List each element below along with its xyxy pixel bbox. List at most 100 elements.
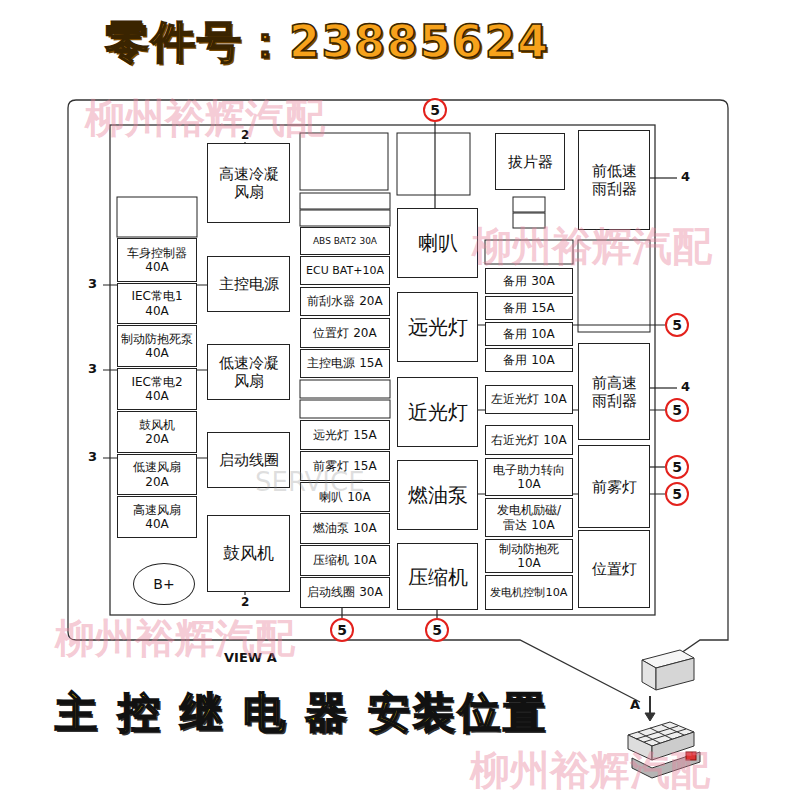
- fuse-box: 远光灯 15A: [300, 420, 390, 450]
- relay-box: 高速冷凝风扇: [207, 143, 290, 223]
- callout-circle: 5: [665, 482, 689, 506]
- part-label: 前高速雨刮器: [590, 374, 638, 410]
- relay-box: 喇叭: [397, 208, 478, 278]
- fuse-box: 前雾灯 15A: [300, 451, 390, 481]
- terminal-circle: B+: [133, 563, 195, 605]
- part-label: ECU BAT+10A: [306, 264, 384, 277]
- fuse-box: IEC常电1 40A: [117, 283, 197, 324]
- watermark: 柳州裕辉汽配: [472, 224, 712, 268]
- part-label: 右近光灯 10A: [491, 433, 566, 447]
- part-label: 制动防抱死 10A: [499, 542, 559, 571]
- part-label: 备用 10A: [503, 327, 554, 341]
- relay-box: 燃油泵: [397, 460, 478, 530]
- part-label: 燃油泵 10A: [313, 521, 376, 535]
- callout-number: 2: [241, 596, 249, 609]
- part-label: 电子助力转向 10A: [493, 463, 565, 492]
- relay-illustration: [628, 650, 700, 778]
- part-label: 车身控制器 40A: [127, 246, 187, 275]
- fuse-box: 启动线圈 30A: [300, 577, 390, 608]
- callout-circle: 5: [423, 98, 447, 122]
- callout-number: 5: [672, 486, 682, 503]
- part-label: 制动防抱死泵 40A: [121, 332, 193, 361]
- fuse-box: 车身控制器 40A: [117, 238, 197, 282]
- relay-box: 拔片器: [495, 133, 565, 190]
- part-label: 前雾灯 15A: [313, 459, 376, 473]
- fuse-box: 压缩机 10A: [300, 545, 390, 576]
- fuse-box: 左近光灯 10A: [485, 385, 573, 414]
- empty-slot: [300, 133, 388, 190]
- relay-box: 鼓风机: [207, 515, 290, 592]
- leader-connector: [341, 608, 342, 618]
- part-label: 主控电源: [219, 275, 279, 293]
- fuse-box: 鼓风机 20A: [117, 411, 197, 453]
- empty-slot: [513, 213, 545, 228]
- part-label: 左近光灯 10A: [491, 392, 566, 406]
- part-label: 主控电源 15A: [307, 356, 382, 370]
- callout-number: 3: [88, 362, 97, 376]
- part-label: 压缩机: [408, 565, 468, 589]
- part-label: 前雾灯: [592, 478, 637, 496]
- part-label: 启动线圈: [219, 451, 279, 469]
- part-label: 鼓风机: [223, 543, 274, 563]
- callout-number: 5: [672, 459, 682, 476]
- fuse-box: 备用 10A: [485, 322, 573, 346]
- part-label: B+: [153, 576, 174, 593]
- empty-slot: [578, 240, 650, 332]
- relay-box: 位置灯: [578, 530, 650, 608]
- part-label: 备用 30A: [503, 274, 554, 288]
- empty-slot: [485, 240, 573, 264]
- callout-number: 5: [672, 402, 682, 419]
- fuse-box: 发电机控制10A: [485, 575, 573, 610]
- part-label: 高速风扇 40A: [133, 503, 181, 532]
- relay-box: 远光灯: [397, 292, 478, 362]
- callout-number: 3: [88, 277, 97, 291]
- callout-number: 5: [672, 317, 682, 334]
- part-label: 高速冷凝风扇: [218, 165, 280, 201]
- callout-number: 4: [681, 380, 690, 394]
- part-label: 启动线圈 30A: [307, 585, 382, 599]
- fuse-box: 喇叭 10A: [300, 482, 390, 512]
- fuse-box: 位置灯 20A: [300, 318, 390, 348]
- relay-box: 前高速雨刮器: [578, 343, 650, 440]
- part-label: 发电机励磁/雷达 10A: [496, 503, 562, 532]
- part-label: 远光灯 15A: [313, 428, 376, 442]
- relay-box: 前低速雨刮器: [578, 130, 650, 230]
- part-label: 近光灯: [408, 400, 468, 424]
- part-label: 燃油泵: [408, 483, 468, 507]
- callout-circle: 5: [330, 618, 354, 642]
- part-label: 低速冷凝风扇: [218, 354, 280, 390]
- part-label: 鼓风机 20A: [139, 418, 175, 447]
- watermark: 柳州裕辉汽配: [85, 96, 325, 140]
- relay-box: 低速冷凝风扇: [207, 344, 290, 400]
- fuse-box: 低速风扇 20A: [117, 454, 197, 495]
- part-label: 位置灯: [592, 560, 637, 578]
- callout-number: 5: [432, 622, 442, 639]
- part-label: 远光灯: [408, 315, 468, 339]
- part-label: 前低速雨刮器: [590, 162, 638, 198]
- callout-circle: 5: [665, 455, 689, 479]
- callout-circle: 5: [665, 313, 689, 337]
- fuse-box: 备用 30A: [485, 268, 573, 294]
- empty-slot: [513, 197, 545, 212]
- watermark: 柳州裕辉汽配: [470, 748, 710, 792]
- relay-box: 前雾灯: [578, 445, 650, 528]
- callout-frame: [68, 100, 728, 702]
- fuse-box: 电子助力转向 10A: [485, 458, 573, 496]
- empty-slot: [300, 380, 390, 398]
- leader-connector: [650, 466, 665, 467]
- fuse-box: 前刮水器 20A: [300, 287, 390, 316]
- empty-slot: [300, 400, 390, 418]
- part-label: ABS BAT2 30A: [313, 236, 377, 247]
- part-label: 喇叭: [418, 231, 458, 255]
- install-caption: 主 控 继 电 器 安装位置: [55, 690, 548, 736]
- part-label: 备用 15A: [503, 301, 554, 315]
- fuse-box: 右近光灯 10A: [485, 425, 573, 455]
- callout-number: 2: [241, 129, 249, 142]
- empty-slot: [397, 133, 470, 195]
- fuse-box: 主控电源 15A: [300, 349, 390, 378]
- part-label: 压缩机 10A: [313, 553, 376, 567]
- part-label: 发电机控制10A: [490, 586, 567, 600]
- part-label: 备用 10A: [503, 353, 554, 367]
- part-label: IEC常电1 40A: [131, 289, 182, 318]
- fuse-box: ECU BAT+10A: [300, 256, 390, 285]
